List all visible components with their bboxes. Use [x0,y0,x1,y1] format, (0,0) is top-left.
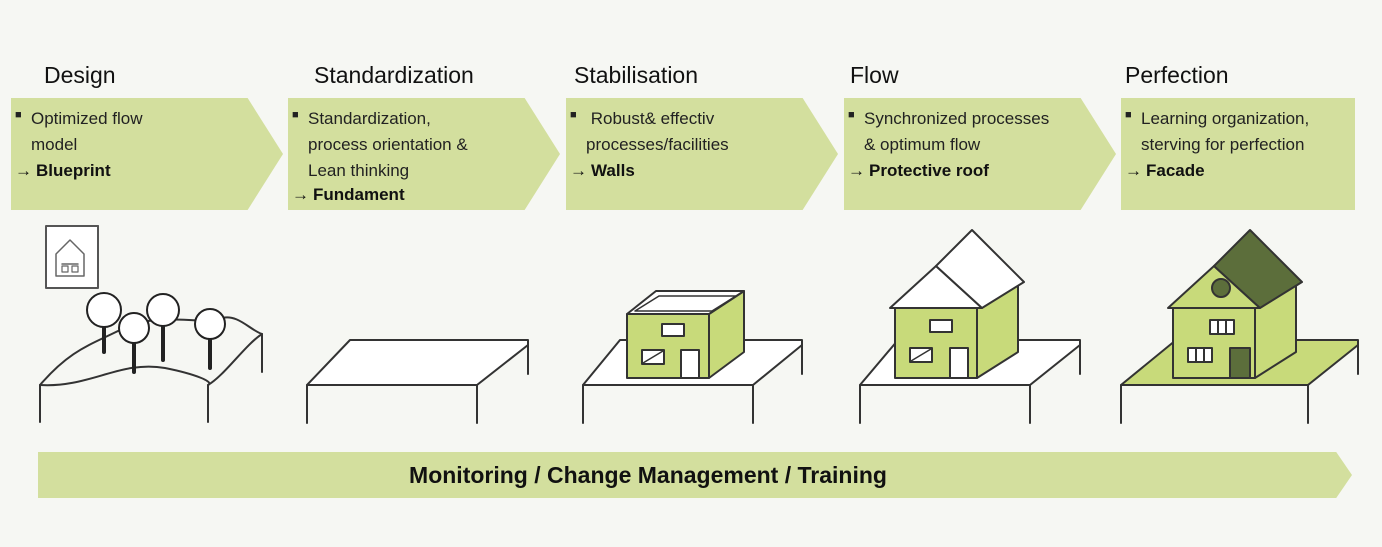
bullet-icon: ■ [15,109,22,121]
stage-chevron-design: ■ Optimized flow model →Blueprint [11,98,283,210]
arrow-right-icon: → [848,161,865,180]
stage-description-line: Lean thinking [308,161,410,180]
protective-roof-drawing [859,229,1081,424]
walls-drawing [582,290,803,424]
stage-result: Facade [1146,161,1205,180]
stage-description-line: sterving for perfection [1141,135,1305,154]
stage-title-flow: Flow [850,62,899,88]
stage-description-line: Learning organization, [1141,109,1310,128]
stage-description-line: Synchronized processes [864,109,1050,128]
stage-description-line: model [31,135,78,154]
arrow-right-icon: → [15,161,32,180]
stage-result: Walls [591,161,635,180]
bullet-icon: ■ [848,109,855,121]
blueprint-icon [45,225,99,289]
arrow-right-icon: → [292,185,309,204]
stage-description-line: process orientation & [308,135,468,154]
bottom-bar-label: Monitoring / Change Management / Trainin… [409,462,887,488]
arrow-right-icon: → [1125,161,1142,180]
stage-result: Protective roof [869,161,989,180]
stage-description-line: Robust& effectiv [586,109,715,128]
stage-title-perfection: Perfection [1125,62,1229,88]
stage-description-line: Standardization, [308,109,431,128]
tree-icons [86,292,226,374]
stage-description-line: Optimized flow [31,109,143,128]
stage-chevron-flow: ■ Synchronized processes & optimum flow →… [844,98,1116,210]
arrow-right-icon: → [570,161,587,180]
bullet-icon: ■ [292,109,299,121]
facade-drawing [1120,229,1359,424]
bullet-icon: ■ [1125,109,1132,121]
stage-title-standardization: Standardization [314,62,474,88]
stage-box-perfection: ■ Learning organization, sterving for per… [1121,98,1355,210]
stage-result: Blueprint [36,161,111,180]
stage-title-design: Design [44,62,116,88]
stage-chevron-stabilisation: ■ Robust& effectiv processes/facilities … [566,98,838,210]
stage-title-stabilisation: Stabilisation [574,62,699,88]
stage-description-line: & optimum flow [864,135,981,154]
stage-chevron-standardization: ■Standardization, process orientation & … [288,98,560,210]
landscape-drawing [39,316,263,423]
foundation-drawing [306,339,529,424]
stage-result: Fundament [313,185,405,204]
bottom-arrow-bar: Monitoring / Change Management / Trainin… [38,452,1352,498]
stage-description-line: processes/facilities [586,135,729,154]
bullet-icon: ■ [570,109,577,121]
